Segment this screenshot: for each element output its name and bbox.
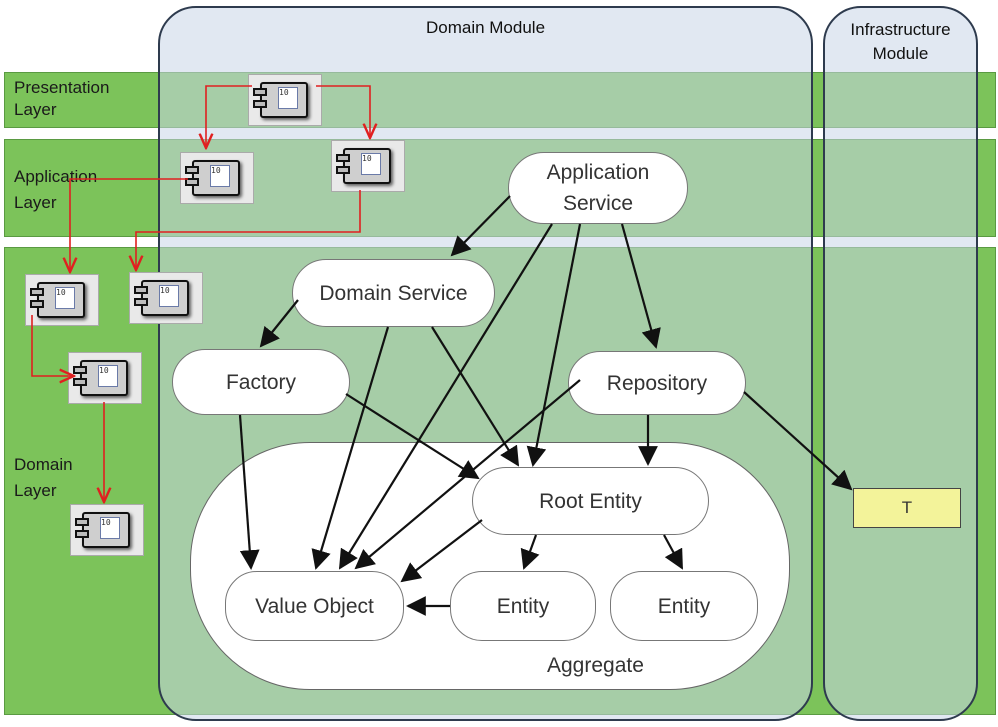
- component-doc: 10: [278, 87, 298, 109]
- t-box: T: [853, 488, 961, 528]
- application-service-line1: Application: [546, 161, 650, 184]
- black-arrow: [345, 393, 480, 480]
- component-doc: 10: [98, 365, 118, 387]
- application-service-line2: Service: [562, 192, 633, 215]
- black-arrow: [338, 223, 553, 570]
- presentation-layer-label: Presentation Layer: [14, 77, 109, 121]
- domain-module-title: Domain Module: [425, 18, 546, 37]
- red-arrow: [31, 315, 74, 376]
- entity-node-1: Entity: [450, 571, 596, 641]
- domain-label-line2: Layer: [14, 481, 57, 500]
- component-icon: 10: [129, 272, 203, 324]
- black-arrow: [450, 195, 511, 257]
- black-arrow: [311, 326, 390, 570]
- component-icon: 10: [180, 152, 254, 204]
- component-doc: 10: [159, 285, 179, 307]
- component-doc: 10: [210, 165, 230, 187]
- component-icon: 10: [331, 140, 405, 192]
- entity-node-2: Entity: [610, 571, 758, 641]
- infrastructure-module: [823, 6, 978, 721]
- red-arrow: [136, 190, 361, 270]
- domain-layer-label: Domain Layer: [14, 452, 73, 504]
- red-arrow: [206, 85, 252, 148]
- black-arrow: [354, 379, 581, 570]
- domain-service-node: Domain Service: [292, 259, 495, 327]
- repository-node: Repository: [568, 351, 746, 415]
- black-arrow: [431, 326, 520, 467]
- infrastructure-title-line2: Module: [872, 44, 929, 63]
- infrastructure-title-line1: Infrastructure: [850, 20, 951, 39]
- component-icon: 10: [248, 74, 322, 126]
- presentation-label-line1: Presentation: [14, 78, 110, 97]
- aggregate-label: Aggregate: [547, 654, 644, 677]
- component-icon: 10: [25, 274, 99, 326]
- component-icon: 10: [70, 504, 144, 556]
- black-arrow: [520, 534, 540, 570]
- domain-label-line1: Domain: [14, 455, 73, 474]
- red-arrow: [70, 178, 188, 272]
- red-arrow: [316, 85, 370, 138]
- root-entity-node: Root Entity: [472, 467, 709, 535]
- component-doc: 10: [55, 287, 75, 309]
- black-arrow: [400, 519, 483, 583]
- value-object-node: Value Object: [225, 571, 404, 641]
- black-arrow: [526, 223, 582, 467]
- infrastructure-module-title: Infrastructure Module: [823, 18, 978, 66]
- black-arrow: [259, 299, 299, 348]
- application-label-line1: Application: [14, 167, 98, 186]
- component-doc: 10: [100, 517, 120, 539]
- black-arrow: [238, 414, 260, 570]
- black-arrow: [743, 391, 853, 491]
- application-service-node: Application Service: [508, 152, 688, 224]
- application-label-line2: Layer: [14, 193, 57, 212]
- factory-node: Factory: [172, 349, 350, 415]
- application-layer-label: Application Layer: [14, 164, 97, 216]
- presentation-label-line2: Layer: [14, 100, 57, 119]
- black-arrow: [663, 534, 683, 570]
- black-arrow: [620, 223, 661, 349]
- component-doc: 10: [361, 153, 381, 175]
